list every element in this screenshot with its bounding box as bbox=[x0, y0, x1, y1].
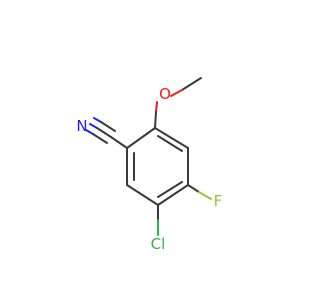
fluorine-label: F bbox=[214, 192, 223, 210]
bond-c4-c5 bbox=[157, 184, 189, 206]
bond-triple-2-n bbox=[93, 117, 102, 123]
bond-oxygen-c2 bbox=[154, 111, 157, 129]
bond-methyl-oxygen bbox=[181, 77, 202, 91]
bond-c1-c2 bbox=[126, 127, 156, 149]
oxygen-label: O bbox=[159, 85, 171, 103]
structure-diagram: N O F Cl bbox=[76, 77, 222, 253]
bond-layer bbox=[85, 77, 212, 236]
bond-triple-3-n bbox=[85, 129, 94, 135]
bond-triple-2 bbox=[100, 121, 116, 132]
bond-triple-1-n bbox=[89, 123, 98, 129]
chlorine-label: Cl bbox=[151, 235, 166, 253]
bond-c4-f bbox=[187, 184, 200, 193]
bond-triple-1 bbox=[96, 127, 112, 138]
bond-c2-c3 bbox=[154, 127, 189, 149]
bond-c2-c3-inner bbox=[157, 135, 183, 152]
bond-c4-c5-inner bbox=[157, 181, 183, 198]
bond-c1-nitrile-carbon bbox=[110, 136, 128, 149]
bond-oxygen-methyl-red-part bbox=[170, 89, 183, 97]
molecule-canvas: N O F Cl bbox=[76, 77, 222, 253]
bond-c5-c6 bbox=[126, 184, 159, 206]
bond-triple-3 bbox=[92, 133, 108, 144]
nitrogen-label: N bbox=[76, 117, 87, 135]
atom-label-layer: N O F Cl bbox=[76, 85, 222, 253]
bond-oxygen-c2-red-part bbox=[155, 101, 158, 113]
bond-c4-f-green-part bbox=[198, 191, 212, 200]
